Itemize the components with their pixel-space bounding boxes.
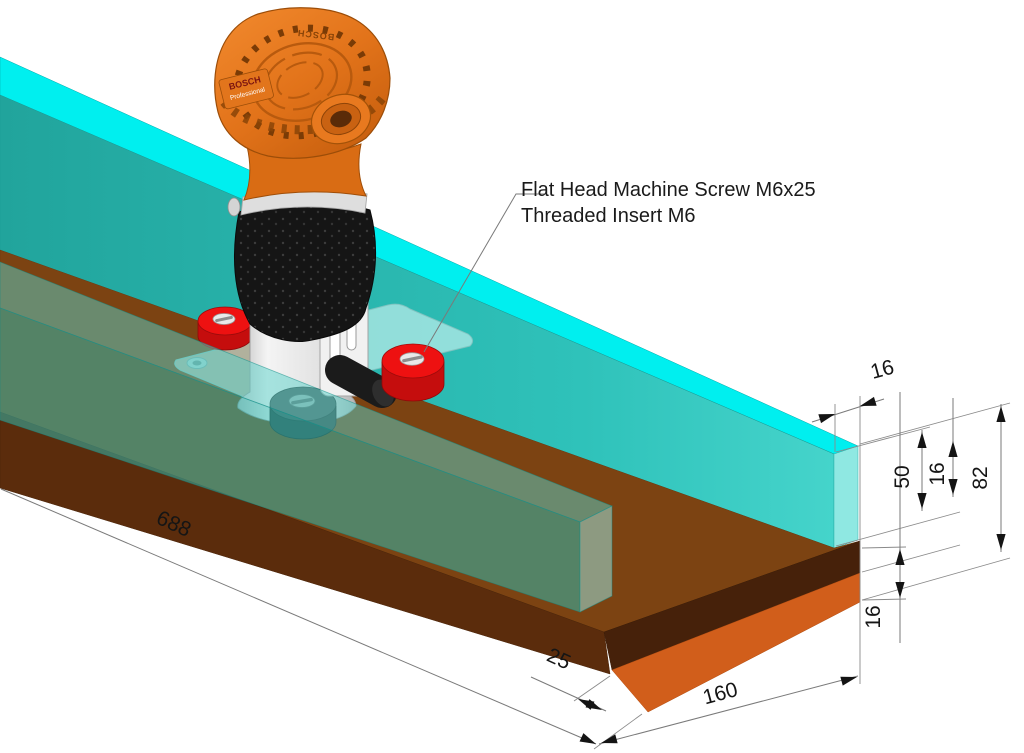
ext-line-16b-top [861,546,907,549]
dim-text-16-mid: 16 [926,462,949,485]
front-guide-rail-transparent [0,261,613,613]
clamp-knob-left [197,306,253,351]
router-side-port [310,93,372,145]
front-rail-end-face [579,505,613,613]
ext-line-82-top [859,402,1011,445]
ext-line-16b-bottom [861,598,907,601]
callout-leader-line [423,193,545,353]
port-hole [330,110,352,128]
clamp-knob-right [381,343,445,402]
workpiece-front-face [0,411,611,675]
knob-right-slot [402,355,423,363]
callout-line-2: Threaded Insert M6 [521,205,696,227]
ext-line-25 [573,675,611,702]
dim-text-16-top: 16 [868,356,897,384]
callout-line-1: Flat Head Machine Screw M6x25 [521,179,816,201]
dim-line-688 [0,488,597,745]
side-label-plate [218,68,274,110]
dim-text-82: 82 [969,466,992,489]
ext-line-82-bottom [861,557,1011,601]
cap-swirl-3 [276,61,324,99]
screw-callout: Flat Head Machine Screw M6x25 Threaded I… [423,179,816,353]
ext-line-50-bottom [835,511,961,547]
knob-left-slot [215,315,233,323]
collar-screw [227,197,241,217]
side-label: BOSCH Professional [218,68,274,110]
rear-rail-end-face [833,445,859,549]
router-grip-sleeve [233,200,377,342]
dim-text-16-bottom: 16 [862,605,885,628]
dim-text-50: 50 [891,465,914,488]
brand-top-label: BOSCH [296,28,334,42]
dim-line-160 [598,675,859,745]
palm-router: BOSCH BOSCH Professional [214,7,397,440]
ext-line-50-top [835,426,931,453]
ext-line-16i-bottom [861,544,961,573]
dim-text-160: 160 [700,678,740,709]
